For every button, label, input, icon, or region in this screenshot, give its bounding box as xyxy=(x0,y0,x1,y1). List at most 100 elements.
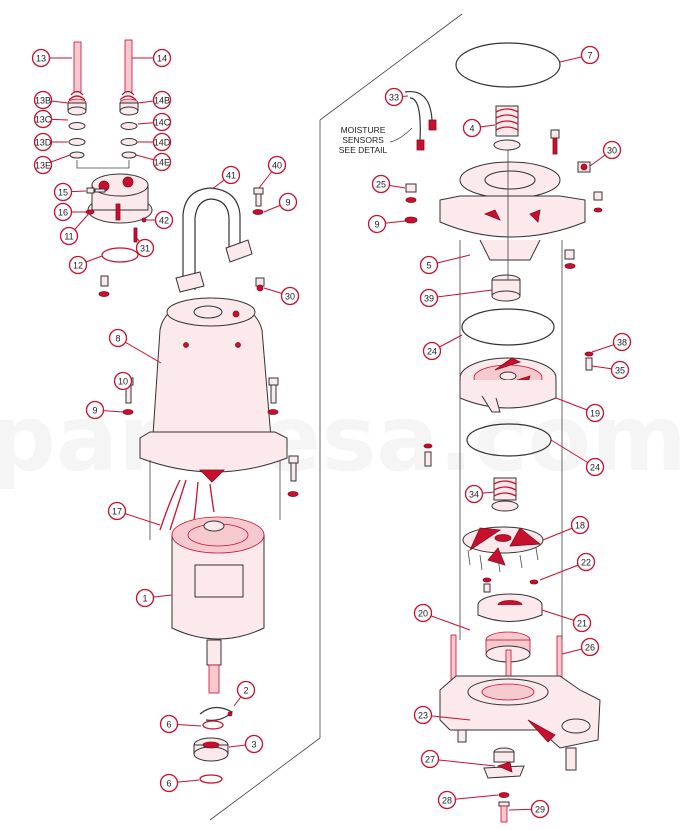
bolt-38-35 xyxy=(584,351,594,371)
moisture-sensors-33 xyxy=(404,90,437,151)
callout-9: 9 xyxy=(85,400,124,420)
callout-bubble xyxy=(419,288,439,308)
bolt-25 xyxy=(404,183,418,224)
callout-bubble xyxy=(413,603,433,623)
motor-leads-17 xyxy=(149,460,281,540)
lifting-handle-41 xyxy=(175,187,253,293)
callout-bubble xyxy=(68,255,88,275)
o-ring-6-lower xyxy=(199,774,223,784)
callout-bubble xyxy=(580,45,600,65)
alignment-lines-right xyxy=(459,150,563,640)
callout-bubble xyxy=(462,118,482,138)
callout-bubble xyxy=(602,140,622,160)
callout-layer: 1234566789991011121313B13C13D13E1414B14C… xyxy=(31,45,632,819)
leader-line xyxy=(428,289,493,299)
callout-bubble xyxy=(154,210,174,230)
callout-bubble xyxy=(236,680,256,700)
callout-bubble xyxy=(280,286,300,306)
callout-18: 18 xyxy=(542,515,590,541)
callout-1: 1 xyxy=(135,588,173,608)
callout-bubble xyxy=(464,484,484,504)
callout-26: 26 xyxy=(561,637,600,657)
bushing-39 xyxy=(491,274,521,302)
callout-bubble xyxy=(53,182,73,202)
callout-24: 24 xyxy=(422,334,463,361)
callout-label: 35 xyxy=(615,366,625,376)
callout-label: 9 xyxy=(374,220,379,230)
callout-13e: 13E xyxy=(33,154,71,175)
callout-14: 14 xyxy=(132,48,172,68)
callout-13c: 13C xyxy=(33,109,69,129)
callout-bubble xyxy=(113,371,133,391)
callout-30: 30 xyxy=(589,140,622,167)
callout-14d: 14D xyxy=(137,132,172,152)
bolt-right-housing-1 xyxy=(267,377,279,415)
assembly-divider xyxy=(209,13,463,821)
callout-label: 30 xyxy=(285,292,295,302)
note-line-3: SEE DETAIL xyxy=(339,145,388,155)
callout-label: 9 xyxy=(285,198,290,208)
callout-bubble xyxy=(31,48,51,68)
callout-label: 28 xyxy=(442,796,452,806)
callout-label: 13E xyxy=(35,161,51,171)
callout-13d: 13D xyxy=(33,132,68,152)
callout-bubble xyxy=(152,132,172,152)
callout-7: 7 xyxy=(559,45,600,65)
callout-bubble xyxy=(33,109,53,129)
callout-17: 17 xyxy=(107,501,161,526)
callout-label: 19 xyxy=(590,409,600,419)
callout-bubble xyxy=(135,238,155,258)
callout-bubble xyxy=(371,174,391,194)
nut-lower-right xyxy=(564,249,576,269)
callout-label: 12 xyxy=(73,261,83,271)
callout-bubble xyxy=(420,749,440,769)
callout-6: 6 xyxy=(159,773,200,793)
bolt-right-housing-2 xyxy=(287,455,299,497)
pin-31 xyxy=(133,227,138,243)
bolt-side-right xyxy=(593,191,603,213)
callout-label: 14C xyxy=(154,118,171,128)
callout-label: 14E xyxy=(154,158,170,168)
callout-22: 22 xyxy=(539,552,596,581)
volute-plate-19 xyxy=(459,357,557,413)
motor-stator-1 xyxy=(171,516,265,694)
callout-label: 24 xyxy=(427,347,437,357)
callout-8: 8 xyxy=(108,328,162,364)
callout-bubble xyxy=(572,613,592,633)
callout-bubble xyxy=(159,714,179,734)
callout-41: 41 xyxy=(211,165,241,190)
callout-6: 6 xyxy=(159,714,202,734)
bolt-40 xyxy=(252,187,264,215)
callout-label: 39 xyxy=(424,294,434,304)
callout-4: 4 xyxy=(462,118,496,138)
callout-13b: 13B xyxy=(33,90,69,110)
callout-label: 14D xyxy=(154,138,171,148)
callout-3: 3 xyxy=(228,734,264,754)
note-pointer xyxy=(389,127,413,143)
callout-16: 16 xyxy=(53,202,86,222)
callout-label: 13C xyxy=(35,115,52,125)
cutter-ring-20 xyxy=(485,631,531,663)
callout-bubble xyxy=(278,192,298,212)
callout-bubble xyxy=(580,637,600,657)
bolt-29 xyxy=(498,801,510,823)
callout-15: 15 xyxy=(53,182,87,202)
washer-bolt-upper-left xyxy=(98,275,110,297)
callout-label: 40 xyxy=(272,161,282,171)
callout-25: 25 xyxy=(371,174,406,194)
callout-bubble xyxy=(107,501,127,521)
cable-guide-line xyxy=(76,160,130,169)
callout-bubble xyxy=(85,400,105,420)
callout-30: 30 xyxy=(263,286,300,306)
callout-label: 26 xyxy=(585,643,595,653)
callout-bubble xyxy=(59,226,79,246)
callout-bubble xyxy=(422,341,442,361)
callout-bubble xyxy=(152,152,172,172)
o-ring-24-upper xyxy=(461,308,555,346)
callout-label: 17 xyxy=(112,507,122,517)
callout-bubble xyxy=(585,457,605,477)
callout-label: 7 xyxy=(587,51,592,61)
callout-label: 38 xyxy=(617,338,627,348)
callout-label: 31 xyxy=(140,244,150,254)
